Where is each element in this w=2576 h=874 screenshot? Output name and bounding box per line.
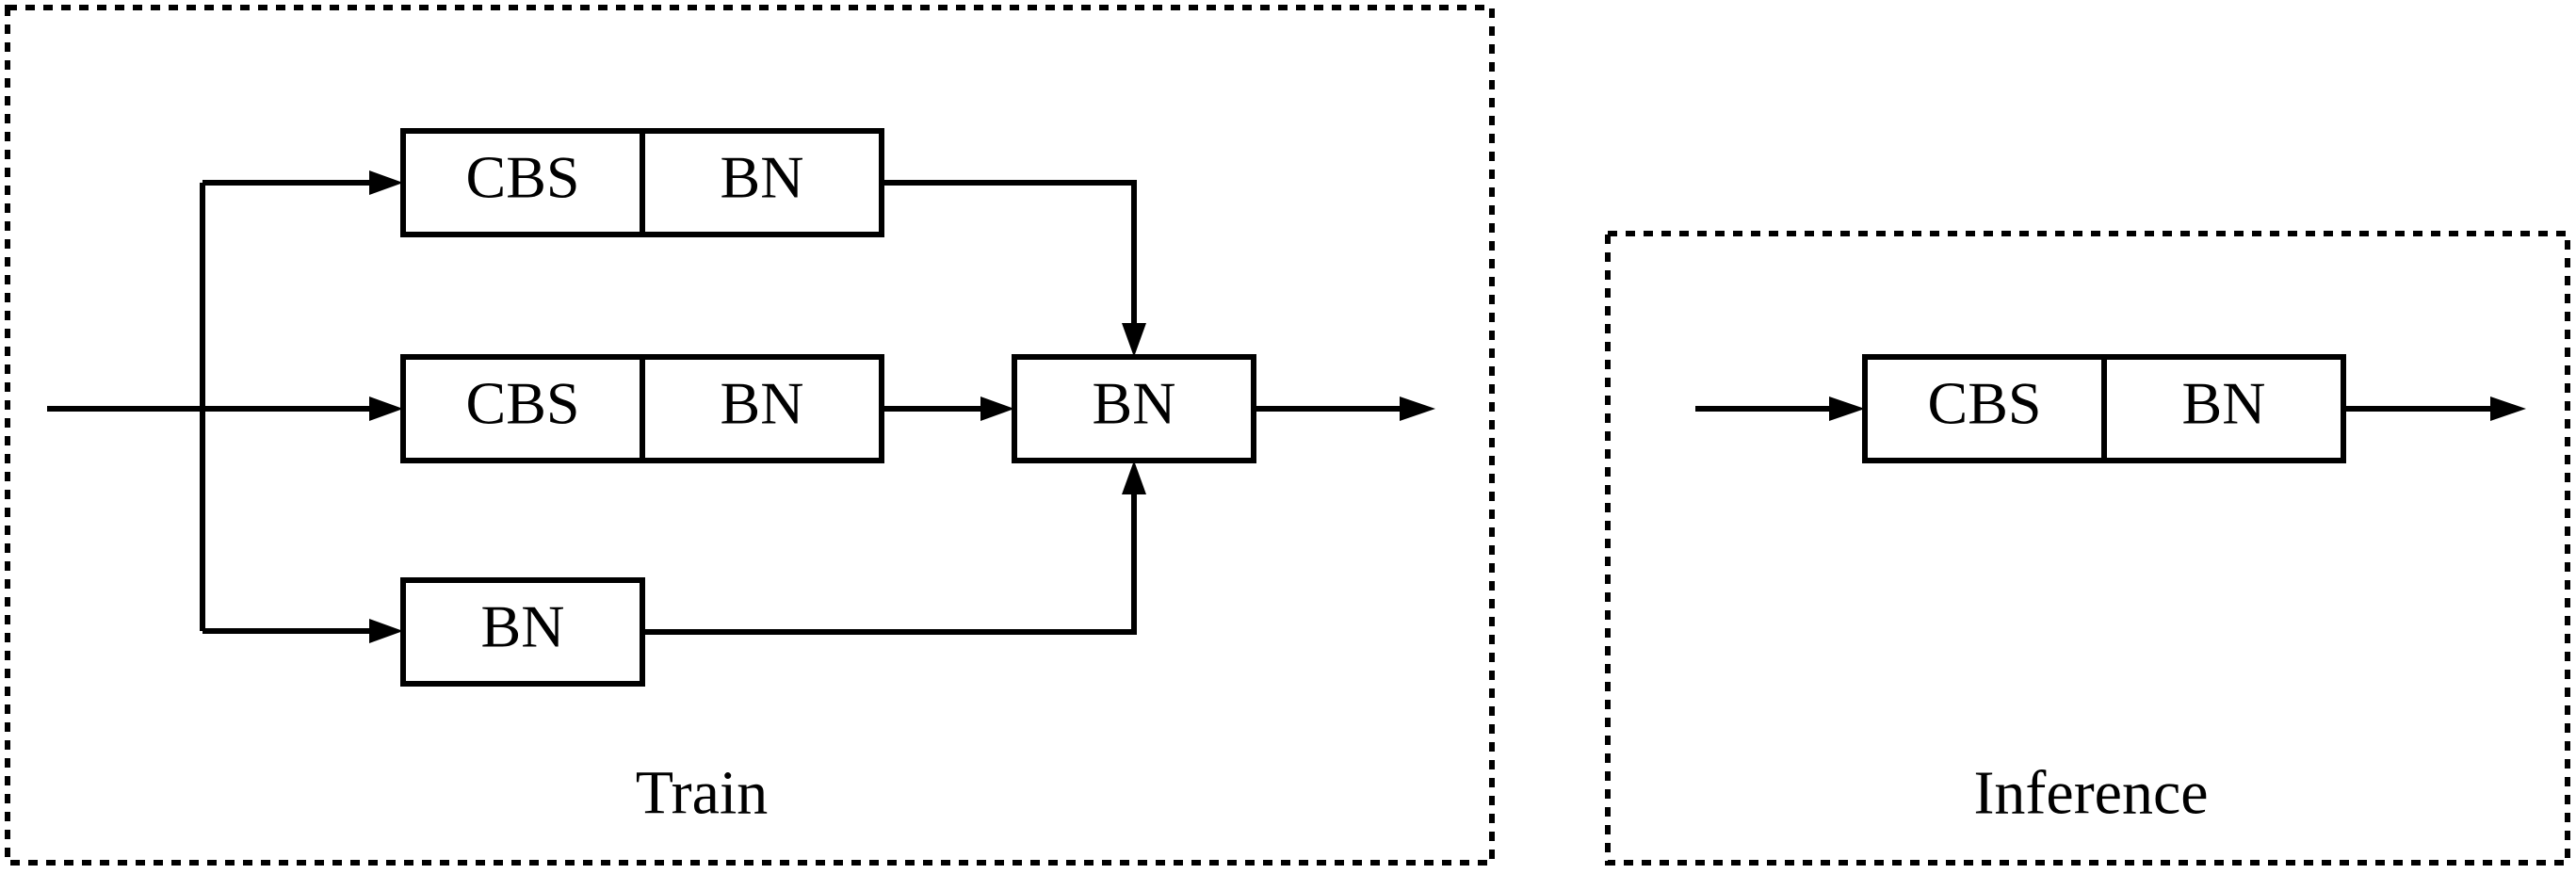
- train-top-to-merge-arrowhead: [1122, 323, 1146, 357]
- inference-output-arrowhead: [2490, 397, 2526, 421]
- train-bottom-branch: BN: [400, 577, 645, 687]
- train-merge: BN: [1012, 354, 1256, 463]
- train-mid-bn-label: BN: [721, 370, 804, 437]
- inference-cbs-label: CBS: [1928, 370, 2042, 437]
- inference-block: CBS BN: [1862, 354, 2346, 463]
- train-mid-input-arrowhead: [369, 397, 403, 421]
- inference-caption: Inference: [1973, 759, 2208, 828]
- train-bottom-bn-label: BN: [481, 593, 565, 660]
- train-top-to-merge-line: [882, 180, 1137, 323]
- train-top-cbs-label: CBS: [466, 144, 580, 211]
- inference-bn-label: BN: [2182, 370, 2266, 437]
- train-top-branch: CBS BN: [400, 128, 884, 237]
- train-top-cbs-box: [400, 128, 645, 237]
- inference-frame: [1605, 231, 2570, 866]
- train-bottom-bn-box: [400, 577, 645, 687]
- inference-input-arrowhead: [1829, 397, 1865, 421]
- train-panel: CBS BN CBS BN BN BN: [5, 5, 1495, 866]
- train-bottom-to-merge-line: [642, 494, 1137, 635]
- train-mid-cbs-label: CBS: [466, 370, 580, 437]
- train-merge-bn-label: BN: [1093, 370, 1176, 437]
- train-bottom-to-merge-arrowhead: [1122, 461, 1146, 494]
- train-caption: Train: [636, 759, 769, 828]
- train-mid-branch: CBS BN: [400, 354, 884, 463]
- inference-bn-box: [2101, 354, 2346, 463]
- train-top-bn-label: BN: [721, 144, 804, 211]
- train-frame: [5, 5, 1495, 866]
- train-top-input-arrowhead: [369, 170, 403, 195]
- train-bottom-input-arrowhead: [369, 619, 403, 643]
- inference-panel: CBS BN Inference: [1605, 231, 2570, 866]
- train-mid-to-merge-arrowhead: [980, 397, 1014, 421]
- train-output-arrowhead: [1400, 397, 1435, 421]
- train-mid-bn-box: [640, 354, 884, 463]
- train-mid-cbs-box: [400, 354, 645, 463]
